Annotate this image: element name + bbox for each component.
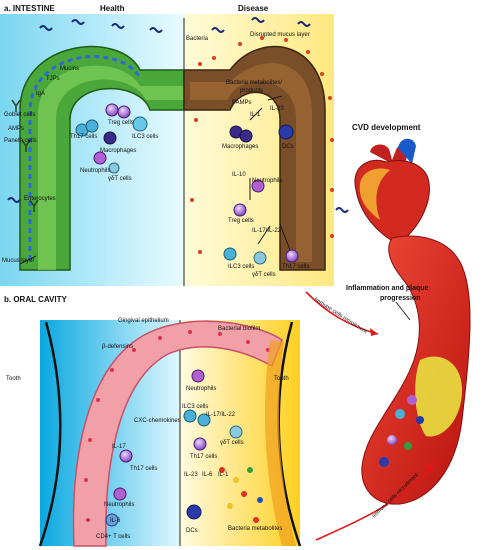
plaque [415,356,462,437]
inflammation-label: Inflammation and plaque [346,285,429,292]
label-products: products [240,88,263,94]
label-oral-th17: Th17 cells [190,454,217,460]
label-tooth-left: Tooth [6,376,21,382]
disease-arrows [249,95,291,251]
label-th17: Th17 cells [70,134,97,140]
label-gingival: Gingival epithelium [118,318,169,324]
label-d-gdt: γδT cells [252,272,276,278]
label-neutrophils: Neutrophils [80,168,110,174]
cvd-title: CVD development [352,123,421,132]
label-th17: Th17 cells [130,466,157,472]
label-oral-dcs: DCs [186,528,198,534]
recruit-arrow-top [305,291,379,335]
artery-immune-cells [379,395,424,467]
plaque-pointer [395,301,411,321]
label-metabolites: Bacteria metabolites/ [226,80,282,86]
health-immune-cells [75,103,148,174]
label-pamps: PAMPs [232,100,252,106]
label-oral-il23: IL-23 [184,472,198,478]
label-disrupted-mucus: Disrupted mucus layer [250,32,310,38]
label-dcs: DCs [282,144,294,150]
health-heading: Health [100,4,125,13]
label-enterocytes: Enterocytes [24,196,56,202]
health-epithelium [19,45,185,271]
label-d-macrophages: Macrophages [222,144,258,150]
gingival-epithelium [72,320,283,547]
bacterial-biofilm [265,340,296,546]
label-d-ilc3: ILC3 cells [228,264,254,270]
disease-immune-cells [223,124,299,265]
label-defensins: β-defensins [102,344,133,350]
recruit-arrow-bottom [315,461,435,541]
label-oral-gdt: γδT cells [220,440,244,446]
bacteria-icons [7,17,349,213]
progression-label: progression [380,295,420,302]
label-d-th17: Th17 cells [282,264,309,270]
recruit-arrowhead-bottom [425,462,434,472]
label-d-oral-neutrophils: Neutrophils [186,386,216,392]
label-mucins: Mucins [60,66,79,72]
bacteria-metabolite-dots [219,467,263,523]
label-il10: IL-10 [232,172,246,178]
label-il1: IL-1 [250,112,261,118]
label-bacteria: Bacteria [186,36,209,42]
label-tooth-right: Tooth [274,376,289,382]
label-cxc: CXC-chemokines [134,418,181,424]
label-il17: IL-17 [112,444,126,450]
label-amps: AMPs [8,126,24,132]
mucus-layer-pointer [19,255,37,265]
tjp-band [28,55,142,260]
label-tjps: TJPs [46,76,60,82]
label-il6: IL-6 [110,518,121,524]
oral-immune-cells [105,369,243,527]
label-oral-metabolites: Bacteria metabolites [228,526,282,532]
label-il23: IL-23 [270,106,284,112]
disease-epithelium [183,45,326,271]
recruit-arrowhead-top [370,328,378,336]
tooth-left-edge [38,321,62,547]
label-mucus-layer: Mucus layer [2,258,34,264]
oral-title: b. ORAL CAVITY [4,295,67,304]
label-oral-il6: IL-6 [202,472,213,478]
label-oral-neutrophils: Neutrophils [104,502,134,508]
label-ilc3: ILC3 cells [132,134,158,140]
recruit-label-top: Immune cells recruitment [313,297,368,336]
label-oral-il17-il22: IL-17/IL-22 [206,412,236,418]
disease-epithelium-inner [190,63,312,262]
label-d-neutrophils: Neutrophils [252,178,282,184]
label-oral-il1: IL-1 [218,472,229,478]
label-cd4: CD4+ T cells [96,534,130,540]
label-il17-il22: IL-17/IL-22 [252,228,282,234]
iga-icons [11,99,39,212]
label-macrophages: Macrophages [100,148,136,154]
label-oral-ilc3: ILC3 cells [182,404,208,410]
label-goblet: Goblet cells [4,112,35,118]
health-epithelium-inner [38,65,184,270]
label-gdt: γδT cells [108,176,132,182]
label-d-treg: Treg cells [228,218,254,224]
gingival-cells [84,330,270,522]
label-treg: Treg cells [108,120,134,126]
disrupted-mucus-dots [190,36,334,254]
label-biofilm: Bacterial biofilm [218,326,260,332]
label-paneth: Paneth cells [4,138,37,144]
label-iga: IgA [36,91,45,97]
disease-heading: Disease [238,4,269,13]
heart-icon [354,138,430,245]
intestine-title: a. INTESTINE [4,4,55,13]
